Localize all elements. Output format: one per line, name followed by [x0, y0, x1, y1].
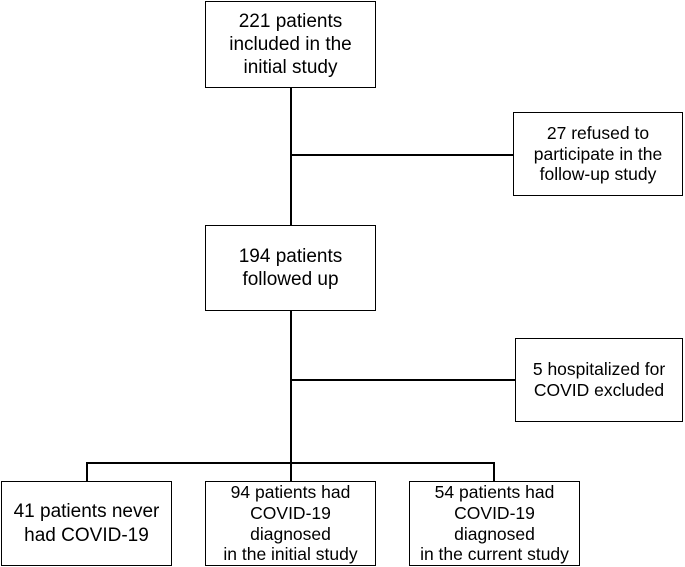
box-covid-initial-label: 94 patients had COVID-19 diagnosed in th… — [223, 482, 358, 565]
box-followed-up-label: 194 patients followed up — [238, 245, 343, 290]
box-covid-current-label: 54 patients had COVID-19 diagnosed in th… — [420, 482, 569, 565]
box-followed-up: 194 patients followed up — [205, 225, 376, 311]
box-never-covid: 41 patients never had COVID-19 — [1, 481, 172, 566]
box-covid-current: 54 patients had COVID-19 diagnosed in th… — [409, 481, 580, 566]
box-hospitalized-excluded-label: 5 hospitalized for COVID excluded — [532, 359, 666, 400]
box-initial-study-label: 221 patients included in the initial stu… — [229, 10, 352, 79]
connector-to-covid-current — [493, 462, 495, 481]
box-never-covid-label: 41 patients never had COVID-19 — [13, 501, 160, 546]
box-initial-study: 221 patients included in the initial stu… — [205, 1, 376, 88]
box-refused-label: 27 refused to participate in the follow-… — [533, 123, 663, 185]
box-covid-initial: 94 patients had COVID-19 diagnosed in th… — [205, 481, 376, 566]
connector-followed-to-outcomes — [290, 311, 292, 463]
connector-refused-branch — [290, 154, 514, 156]
box-refused: 27 refused to participate in the follow-… — [513, 112, 683, 196]
connector-initial-to-followed — [290, 87, 292, 225]
connector-to-covid-initial — [290, 462, 292, 481]
box-hospitalized-excluded: 5 hospitalized for COVID excluded — [515, 338, 683, 422]
connector-hospitalized-branch — [290, 379, 516, 381]
connector-to-never-covid — [86, 462, 88, 481]
